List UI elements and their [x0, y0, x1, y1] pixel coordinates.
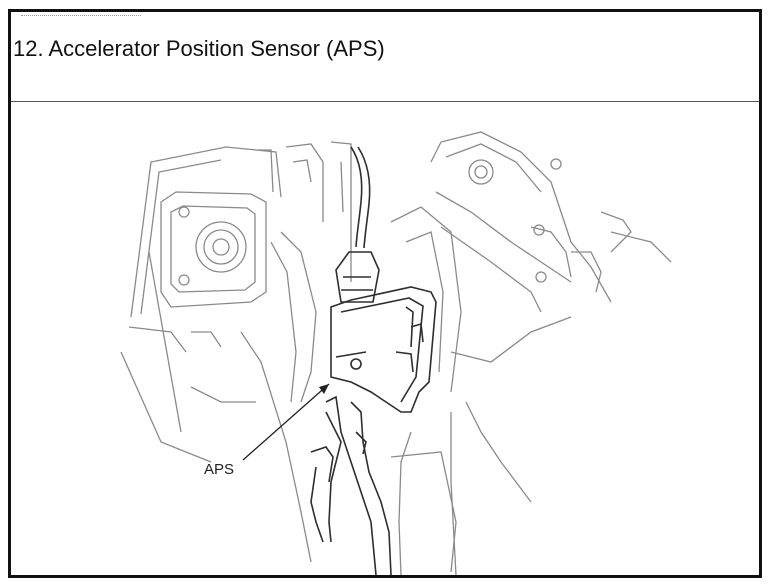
- callout-leader-line: [242, 383, 330, 461]
- aps-callout: APS: [204, 383, 330, 478]
- scan-artifact: [21, 15, 141, 21]
- page-title: 12. Accelerator Position Sensor (APS): [13, 36, 385, 61]
- title-row: 12. Accelerator Position Sensor (APS): [11, 12, 759, 102]
- aps-diagram: APS: [120, 131, 672, 575]
- callout-arrowhead: [319, 384, 329, 394]
- aps-callout-label: APS: [204, 461, 234, 478]
- figure-frame: 12. Accelerator Position Sensor (APS): [8, 9, 762, 578]
- aps-sensor-art: [310, 146, 437, 575]
- background-line-art: [120, 131, 672, 575]
